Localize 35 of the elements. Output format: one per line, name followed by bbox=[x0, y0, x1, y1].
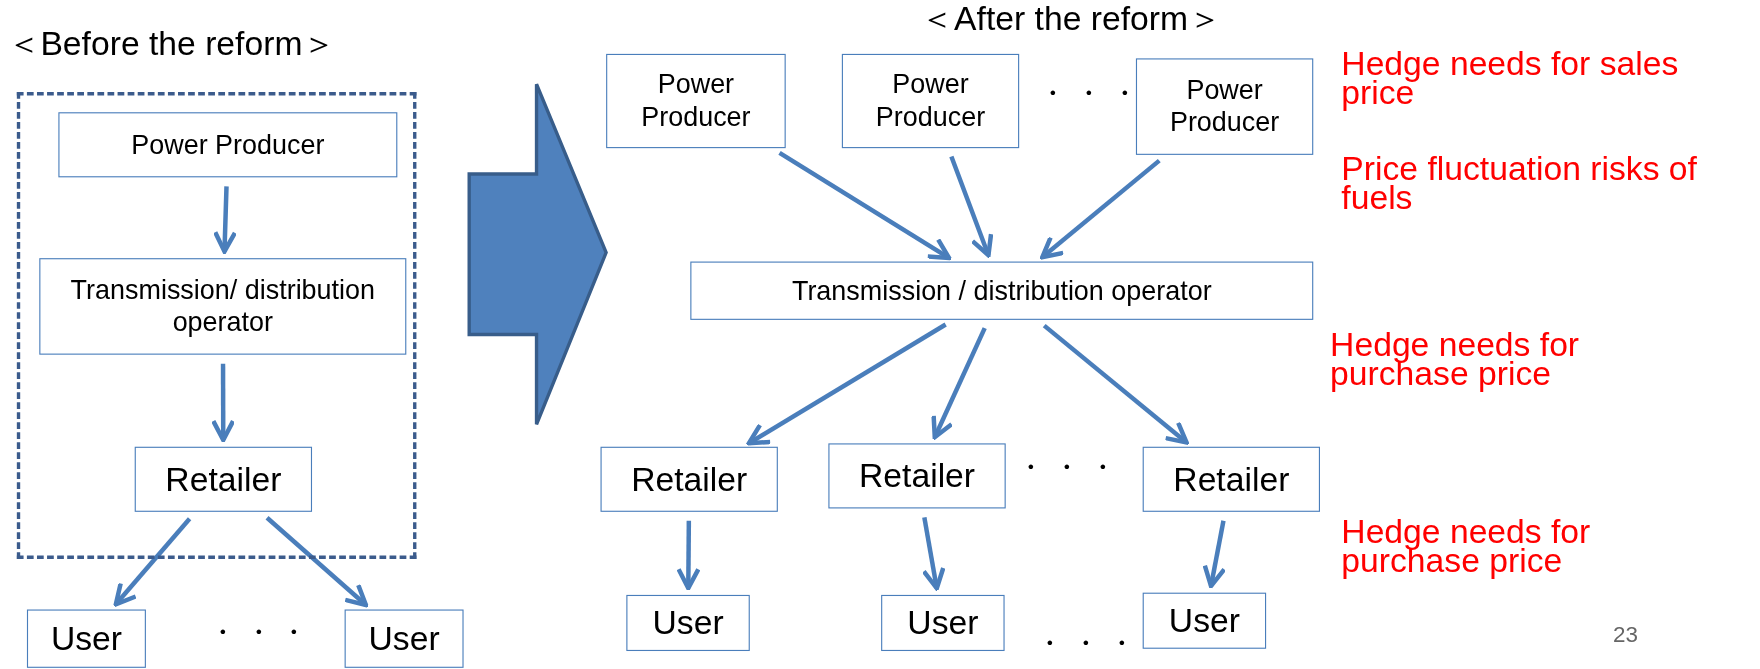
user-box: User bbox=[1142, 592, 1267, 649]
ellipsis: ・・・ bbox=[1034, 630, 1136, 656]
ellipsis: ・・・ bbox=[1015, 454, 1117, 480]
note: Price fluctuation risks of fuels bbox=[1341, 153, 1698, 211]
producer-box: Power Producer bbox=[58, 112, 398, 178]
producer-box: Power Producer bbox=[1135, 58, 1314, 155]
retailer-box: Retailer bbox=[1142, 446, 1320, 512]
user-box: User bbox=[344, 609, 464, 668]
operator-box: Transmission / distribution operator bbox=[690, 261, 1314, 320]
arrow bbox=[212, 186, 238, 254]
retailer-box: Retailer bbox=[828, 443, 1006, 509]
arrow bbox=[265, 516, 369, 608]
arrow bbox=[1202, 520, 1227, 589]
user-box: User bbox=[26, 609, 146, 668]
arrow bbox=[676, 520, 701, 591]
arrow bbox=[1042, 323, 1189, 445]
arrow bbox=[113, 517, 192, 607]
arrow bbox=[746, 322, 947, 446]
arrow bbox=[921, 516, 946, 591]
arrow bbox=[949, 155, 994, 258]
arrow bbox=[931, 327, 987, 440]
arrow bbox=[211, 363, 236, 443]
retailer-box: Retailer bbox=[134, 446, 313, 512]
arrow bbox=[1040, 158, 1161, 260]
user-box: User bbox=[626, 594, 750, 651]
producer-box: Power Producer bbox=[841, 53, 1020, 149]
heading: ＜After the reform＞ bbox=[920, 4, 1222, 34]
producer-box: Power Producer bbox=[606, 53, 786, 149]
heading: ＜Before the reform＞ bbox=[6, 23, 337, 64]
user-box: User bbox=[881, 594, 1005, 651]
operator-box: Transmission/ distribution operator bbox=[39, 258, 407, 355]
page-number: 23 bbox=[1612, 625, 1638, 645]
retailer-box: Retailer bbox=[600, 446, 778, 512]
ellipsis: ・・・ bbox=[207, 619, 309, 645]
arrow bbox=[778, 150, 952, 261]
